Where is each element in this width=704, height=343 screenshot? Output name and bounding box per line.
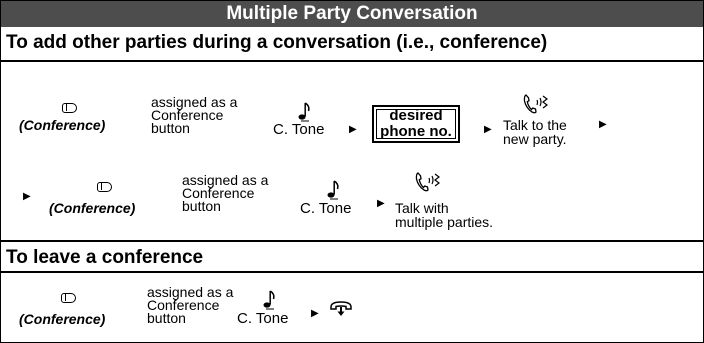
dial-box-line-1: desired <box>389 107 443 124</box>
assigned-line-1: assigned as a <box>182 172 269 188</box>
talk-icon <box>415 172 440 192</box>
talk-text-line-2: multiple parties. <box>395 214 494 230</box>
section-heading-leave-conference: To leave a conference <box>6 247 204 268</box>
divider <box>1 240 703 242</box>
page-title: Multiple Party Conversation <box>1 1 703 27</box>
divider <box>1 271 703 273</box>
talk-text-line-1: Talk to the <box>503 117 567 133</box>
next-step-arrow-icon: ▶ <box>599 119 607 130</box>
conference-label: (Conference) <box>19 117 106 133</box>
desired-phone-number-box: desired phone no. <box>372 105 460 143</box>
c-tone-label: C. Tone <box>300 200 352 217</box>
conference-label: (Conference) <box>19 311 106 327</box>
tone-note-icon <box>327 180 339 200</box>
hang-up-icon <box>330 301 352 316</box>
conference-key-icon <box>61 293 76 303</box>
c-tone-label: C. Tone <box>273 121 325 138</box>
dial-box-line-2: phone no. <box>380 123 452 140</box>
talk-text-line-2: new party. <box>503 131 567 147</box>
conference-label: (Conference) <box>49 200 136 216</box>
c-tone-label: C. Tone <box>237 310 289 327</box>
divider <box>1 60 703 62</box>
assigned-line-1: assigned as a <box>147 284 234 300</box>
assigned-line-2: Conference <box>147 297 220 313</box>
next-step-arrow-icon: ▶ <box>349 124 357 135</box>
conference-key-icon <box>62 103 77 113</box>
next-step-arrow-icon: ▶ <box>377 198 385 209</box>
assigned-line-2: Conference <box>182 185 255 201</box>
assigned-line-3: button <box>182 198 221 214</box>
next-step-arrow-icon: ▶ <box>311 308 319 319</box>
next-step-arrow-icon: ▶ <box>23 191 31 202</box>
assigned-line-3: button <box>151 120 190 136</box>
assigned-line-2: Conference <box>151 107 224 123</box>
section-heading-add-parties: To add other parties during a conversati… <box>6 32 548 53</box>
conference-key-icon <box>97 182 112 192</box>
tone-note-icon <box>263 290 275 310</box>
assigned-line-3: button <box>147 310 186 326</box>
next-step-arrow-icon: ▶ <box>484 124 492 135</box>
assigned-line-1: assigned as a <box>151 94 238 110</box>
talk-icon <box>523 94 548 114</box>
tone-note-icon <box>298 102 310 122</box>
talk-text-line-1: Talk with <box>395 200 449 216</box>
